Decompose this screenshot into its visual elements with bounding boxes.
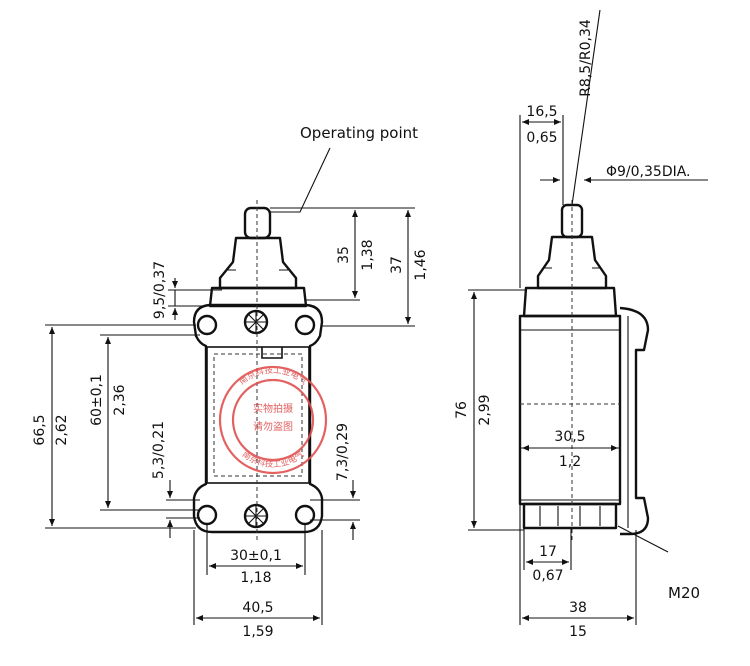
front-dimensions bbox=[45, 147, 415, 625]
dim-30-5: 30,5 bbox=[554, 429, 585, 445]
dim-60: 60±0,1 bbox=[89, 374, 105, 426]
thread-label: M20 bbox=[668, 584, 700, 602]
dim-0-65: 0,65 bbox=[526, 130, 557, 146]
dim-diameter: Φ9/0,35DIA. bbox=[606, 164, 691, 180]
dim-76: 76 bbox=[454, 401, 470, 419]
side-body bbox=[518, 314, 622, 506]
side-head bbox=[522, 286, 618, 318]
dim-1-2: 1,2 bbox=[559, 454, 581, 470]
dim-262: 2,62 bbox=[54, 414, 70, 445]
front-view bbox=[192, 200, 324, 540]
plunger-guide bbox=[218, 236, 298, 290]
mount-hole-bottom-right bbox=[294, 504, 316, 526]
side-back-plate bbox=[619, 306, 650, 536]
dim-159: 1,59 bbox=[242, 624, 273, 640]
dim-30: 30±0,1 bbox=[230, 548, 282, 564]
switch-body bbox=[192, 303, 324, 534]
side-dimensions bbox=[468, 9, 708, 625]
dim-38: 38 bbox=[569, 600, 587, 616]
dim-37: 37 bbox=[389, 256, 405, 274]
dim-0-67: 0,67 bbox=[532, 568, 563, 584]
stamp-center-2: 请勿盗图 bbox=[253, 420, 293, 433]
mount-hole-top-right bbox=[294, 314, 316, 336]
dim-9-5: 9,5/0,37 bbox=[152, 261, 168, 319]
stamp-center-1: 实物拍摄 bbox=[253, 402, 293, 415]
mount-hole-bottom-left bbox=[196, 504, 218, 526]
mount-hole-top-left bbox=[196, 314, 218, 336]
stamp-ring-top: 南京科技工业电气 bbox=[237, 365, 309, 388]
dim-236: 2,36 bbox=[112, 384, 128, 415]
dim-5-3: 5,3/0,21 bbox=[151, 421, 167, 479]
side-gland bbox=[522, 502, 618, 530]
side-dimension-texts: R8,5/R0,34 16,5 0,65 Φ9/0,35DIA. 76 2,99… bbox=[454, 19, 700, 640]
dim-17: 17 bbox=[539, 544, 557, 560]
head-block bbox=[208, 286, 308, 308]
cover-plate bbox=[206, 346, 310, 484]
side-view bbox=[518, 200, 650, 540]
front-dimension-texts: Operating point 35 1,38 37 1,46 9,5/0,37… bbox=[32, 124, 429, 640]
dim-118: 1,18 bbox=[240, 570, 271, 586]
operating-point-label: Operating point bbox=[300, 124, 418, 142]
dim-16-5: 16,5 bbox=[526, 104, 557, 120]
dim-66-5: 66,5 bbox=[32, 414, 48, 445]
dim-35: 35 bbox=[336, 246, 352, 264]
dim-138: 1,38 bbox=[360, 239, 376, 270]
dim-299: 2,99 bbox=[477, 394, 493, 425]
dim-146: 1,46 bbox=[413, 249, 429, 280]
svg-text:南京科技工业电气: 南京科技工业电气 bbox=[237, 365, 309, 388]
dim-40-5: 40,5 bbox=[242, 600, 273, 616]
dim-7-3: 7,3/0,29 bbox=[335, 423, 351, 481]
dim-15: 15 bbox=[569, 624, 587, 640]
dim-radius: R8,5/R0,34 bbox=[578, 19, 594, 97]
